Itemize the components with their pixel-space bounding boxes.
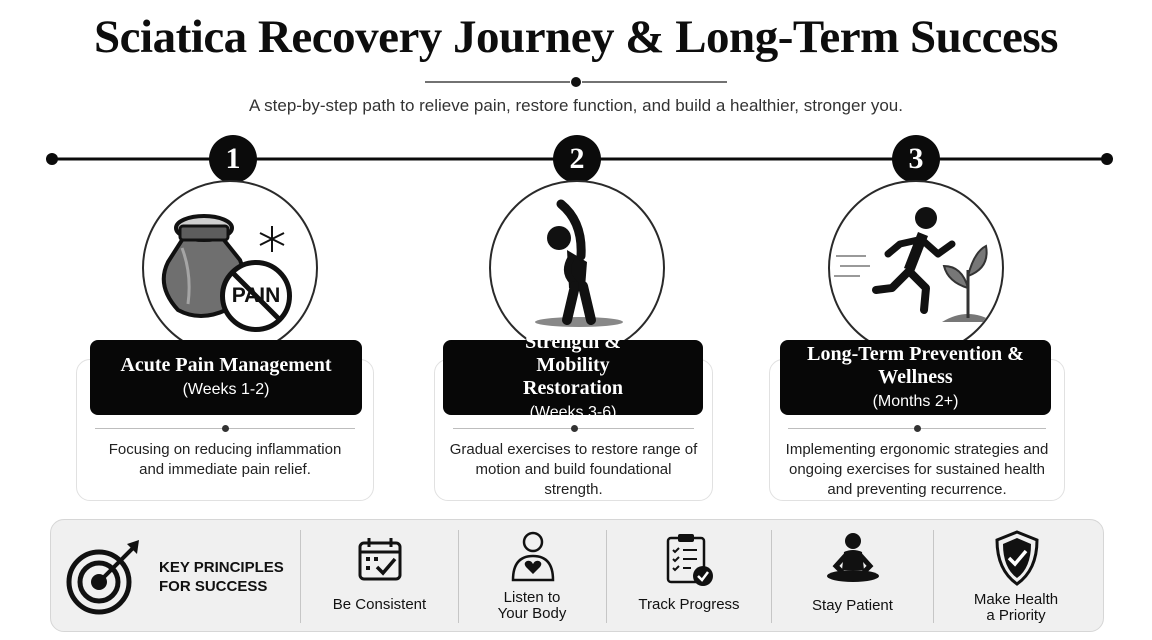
step-2-number: 2 (553, 135, 601, 183)
step-2-title: Strength & Mobility Restoration (523, 331, 623, 399)
step-3-period: (Months 2+) (872, 392, 959, 410)
stretching-person-icon (535, 199, 623, 327)
step-3-illustration (828, 180, 1004, 356)
person-heart-icon (511, 531, 555, 582)
meditation-icon (827, 533, 879, 582)
principle-label: Track Progress (638, 596, 740, 613)
principle-label: Make Health a Priority (973, 591, 1059, 624)
principle-listen-to-body: Listen to Your Body (459, 520, 606, 633)
principle-label: Stay Patient (812, 597, 893, 614)
step-3-divider (788, 424, 1046, 434)
running-person-plant-icon (834, 207, 994, 322)
principles-separator (933, 530, 934, 623)
principles-separator (771, 530, 772, 623)
step-2-period: (Weeks 3-6) (529, 404, 617, 421)
step-2-illustration (489, 180, 665, 356)
principle-label: Listen to Your Body (497, 589, 567, 622)
no-pain-badge: PAIN (220, 260, 292, 332)
step-1-title: Acute Pain Management (120, 354, 332, 376)
step-1-banner: Acute Pain Management (Weeks 1-2) (90, 340, 362, 415)
principle-be-consistent: Be Consistent (301, 520, 458, 633)
step-1-description: Focusing on reducing inflammation and im… (108, 441, 342, 478)
principles-separator (606, 530, 607, 623)
target-arrow-icon (66, 540, 139, 615)
step-2-banner: Strength & Mobility Restoration (Weeks 3… (443, 331, 703, 421)
calendar-check-icon (358, 538, 402, 581)
title-ornament (425, 77, 727, 87)
shield-check-icon (995, 530, 1039, 586)
step-1-number: 1 (209, 135, 257, 183)
principles-separator (300, 530, 301, 623)
key-principles-panel: KEY PRINCIPLES FOR SUCCESS Be Consistent… (50, 519, 1104, 632)
step-3-number: 3 (892, 135, 940, 183)
clipboard-checklist-icon (666, 534, 713, 586)
page-subtitle: A step-by-step path to relieve pain, res… (249, 96, 903, 115)
step-1-illustration: PAIN (142, 180, 318, 356)
principle-health-priority: Make Health a Priority (934, 520, 1098, 633)
step-2-description: Gradual exercises to restore range of mo… (449, 441, 698, 498)
principles-heading: KEY PRINCIPLES FOR SUCCESS (159, 559, 284, 595)
step-3-banner: Long-Term Prevention & Wellness (Months … (780, 340, 1051, 415)
step-3-title: Long-Term Prevention & Wellness (807, 342, 1024, 388)
principles-separator (458, 530, 459, 623)
step-2-divider (453, 424, 694, 434)
principle-stay-patient: Stay Patient (772, 520, 933, 633)
step-3-description: Implementing ergonomic strategies and on… (785, 441, 1049, 498)
page-title: Sciatica Recovery Journey & Long-Term Su… (94, 11, 1058, 63)
principle-track-progress: Track Progress (607, 520, 771, 633)
step-1-period: (Weeks 1-2) (182, 381, 270, 398)
principle-label: Be Consistent (332, 596, 427, 613)
no-sign-slash (231, 271, 281, 321)
step-1-divider (95, 424, 355, 434)
